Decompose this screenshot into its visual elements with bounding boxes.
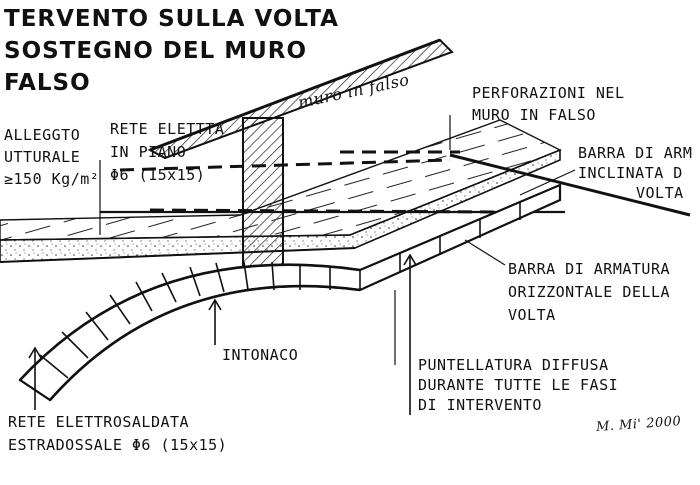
label-barra-orizzontale-3: VOLTA [508, 306, 556, 324]
label-rete-piano-1: RETE ELETTTA [110, 120, 225, 138]
label-barra-inclinata-2: INCLINATA D [578, 164, 683, 182]
label-puntellatura-1: PUNTELLATURA DIFFUSA [418, 356, 609, 374]
title-line-1: TERVENTO SULLA VOLTA [4, 6, 339, 32]
upper-wall [147, 38, 454, 160]
label-puntellatura-3: DI INTERVENTO [418, 396, 542, 414]
label-barra-orizzontale-2: ORIZZONTALE DELLA [508, 283, 671, 301]
label-alleggerimento-1: ALLEGGTO [4, 126, 81, 144]
label-perforazioni-1: PERFORAZIONI NEL [472, 84, 625, 102]
props [28, 253, 417, 415]
label-barra-inclinata-1: BARRA DI ARM [578, 144, 693, 162]
inclined-bar [100, 153, 691, 217]
label-alleggerimento-2: UTTURALE [4, 148, 81, 166]
label-barra-orizzontale-1: BARRA DI ARMATURA [508, 260, 671, 278]
wall-section [242, 117, 284, 269]
label-rete-estradossale-2: ESTRADOSSALE Φ6 (15x15) [8, 436, 228, 454]
leader-lines [99, 115, 576, 365]
label-intonaco: INTONACO [222, 346, 299, 364]
masonry-vault [18, 183, 562, 402]
title-line-3: FALSO [4, 70, 91, 96]
title-line-2: SOSTEGNO DEL MURO [4, 38, 308, 64]
label-alleggerimento-3: ≥150 Kg/m² [4, 170, 100, 188]
label-barra-inclinata-3: VOLTA [636, 184, 684, 202]
label-rete-piano-2: IN PIANO [110, 143, 187, 161]
label-rete-piano-3: Φ6 (15x15) [110, 166, 206, 184]
label-perforazioni-2: MURO IN FALSO [472, 106, 596, 124]
label-rete-estradossale-1: RETE ELETTROSALDATA [8, 413, 190, 431]
label-puntellatura-2: DURANTE TUTTE LE FASI [418, 376, 619, 394]
